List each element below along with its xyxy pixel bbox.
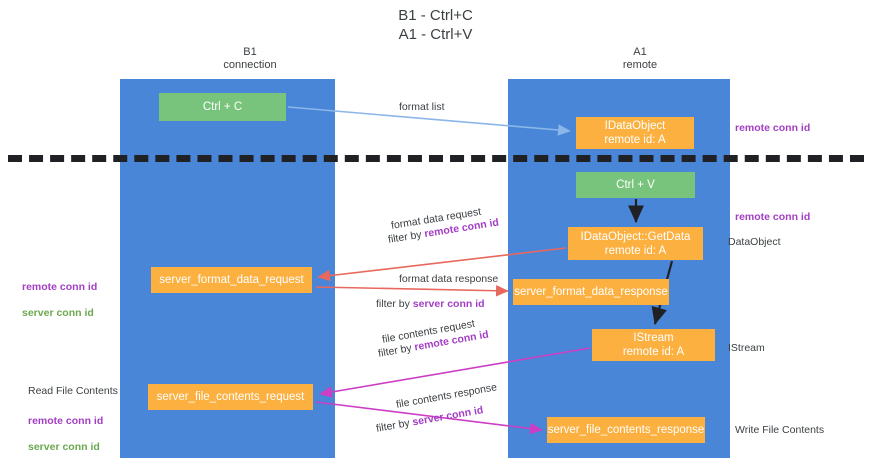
annotation-remote-conn-id-mid: remote conn id <box>735 211 811 223</box>
arrow-format-data-request <box>317 247 567 282</box>
annotation-server-conn-id: server conn id <box>22 307 94 319</box>
annotation-write-file-contents: Write File Contents <box>735 424 825 436</box>
filter-prefix: filter by <box>376 298 413 310</box>
annotation-dataobject: DataObject <box>728 236 781 248</box>
node-istream[interactable]: IStream remote id: A <box>592 329 715 361</box>
annotation-remote-conn-id-top: remote conn id <box>735 122 811 134</box>
annotation-server-conn-id: server conn id <box>28 441 100 453</box>
node-ctrl-c[interactable]: Ctrl + C <box>159 93 286 121</box>
edge-label-format-data-response-filter: filter by server conn id <box>376 297 485 311</box>
annotation-read-file-contents: Read File Contents <box>28 385 118 397</box>
page-title: B1 - Ctrl+C A1 - Ctrl+V <box>398 7 473 43</box>
annotation-remote-conn-id: remote conn id <box>28 415 104 427</box>
arrow-file-contents-response <box>315 401 543 435</box>
node-server-format-data-request[interactable]: server_format_data_request <box>151 267 312 293</box>
arrow-file-contents-request <box>319 347 591 398</box>
node-ctrl-v[interactable]: Ctrl + V <box>576 172 695 198</box>
node-idataobject[interactable]: IDataObject remote id: A <box>576 117 694 149</box>
arrow-format-data-response <box>315 284 509 297</box>
node-server-file-contents-response[interactable]: server_file_contents_response <box>547 417 705 443</box>
annotation-remote-conn-id: remote conn id <box>22 281 98 293</box>
filter-key-server-conn-id: server conn id <box>412 298 485 310</box>
node-idataobject-getdata[interactable]: IDataObject::GetData remote id: A <box>568 227 703 260</box>
column-header-b1: B1 connection <box>223 46 277 71</box>
section-divider <box>8 155 864 162</box>
annotation-left-conn-ids-mid: remote conn id server conn id <box>22 268 97 333</box>
annotation-left-conn-ids-bottom: remote conn id server conn id <box>28 402 103 467</box>
edge-label-format-list: format list <box>399 101 445 113</box>
arrow-format-list <box>287 106 571 136</box>
node-server-file-contents-request[interactable]: server_file_contents_request <box>148 384 313 410</box>
edge-label-format-data-response: format data response <box>399 273 499 285</box>
column-header-a1: A1 remote <box>622 46 658 71</box>
node-server-format-data-response[interactable]: server_format_data_response <box>513 279 669 305</box>
annotation-istream: IStream <box>728 342 765 354</box>
